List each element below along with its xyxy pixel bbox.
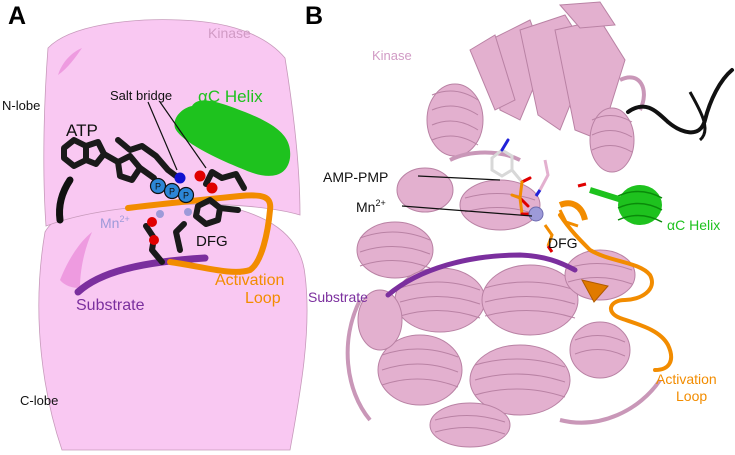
- asp1-oxygen-2: [149, 235, 159, 245]
- salt-bridge-label: Salt bridge: [110, 88, 172, 103]
- panel-letter-a: A: [8, 2, 26, 30]
- dfg-label-b: DFG: [548, 235, 578, 251]
- amp-pmp-label: AMP-PMP: [323, 169, 388, 185]
- n-lobe-label: N-lobe: [2, 98, 40, 113]
- glutamate-oxygen-1: [195, 171, 206, 182]
- c-lobe-label: C-lobe: [20, 393, 58, 408]
- phosphate-label-1: P: [155, 182, 161, 192]
- activation-loop-label-a-line1: Activation: [215, 272, 284, 289]
- panel-a-schematic: P P P A Kinase N-lobe C-lobe Salt bridge…: [0, 0, 330, 455]
- panel-b-svg: B Kinase AMP-PMP Mn2+ DFG αC Helix Subst…: [300, 0, 735, 455]
- ac-helix-ribbon: [590, 185, 662, 225]
- kinase-ribbon: [348, 2, 660, 447]
- activation-loop-label-b-line1: Activation: [656, 371, 717, 387]
- kinase-label-b: Kinase: [372, 48, 412, 63]
- lysine-n: [536, 190, 540, 196]
- panel-letter-b: B: [305, 2, 323, 30]
- lysine-sticks: [540, 160, 548, 190]
- glutamate-oxygen-2: [207, 183, 218, 194]
- mn-ion-b: [529, 207, 543, 221]
- panel-b-structure: B Kinase AMP-PMP Mn2+ DFG αC Helix Subst…: [300, 0, 735, 455]
- substrate-label-b: Substrate: [308, 289, 368, 305]
- mn-ion-1: [156, 210, 164, 218]
- ac-helix-label-a: αC Helix: [198, 87, 263, 106]
- substrate-label-a: Substrate: [76, 297, 145, 314]
- mn-label-b: Mn2+: [356, 198, 386, 215]
- activation-loop-label-a-line2: Loop: [245, 290, 281, 307]
- panel-a-svg: P P P A Kinase N-lobe C-lobe Salt bridge…: [0, 0, 330, 455]
- helix-o-sticks: [578, 184, 586, 186]
- phosphate-label-3: P: [183, 191, 189, 201]
- atp-label: ATP: [66, 121, 98, 140]
- lysine-nitrogen: [175, 173, 186, 184]
- kinase-label-a: Kinase: [208, 25, 251, 41]
- ac-helix-label-b: αC Helix: [667, 217, 720, 233]
- asp1-oxygen-1: [147, 217, 157, 227]
- dfg-label-a: DFG: [196, 233, 228, 250]
- mn-ion-2: [184, 208, 192, 216]
- activation-loop-label-b-line2: Loop: [676, 388, 707, 404]
- phosphate-label-2: P: [169, 187, 175, 197]
